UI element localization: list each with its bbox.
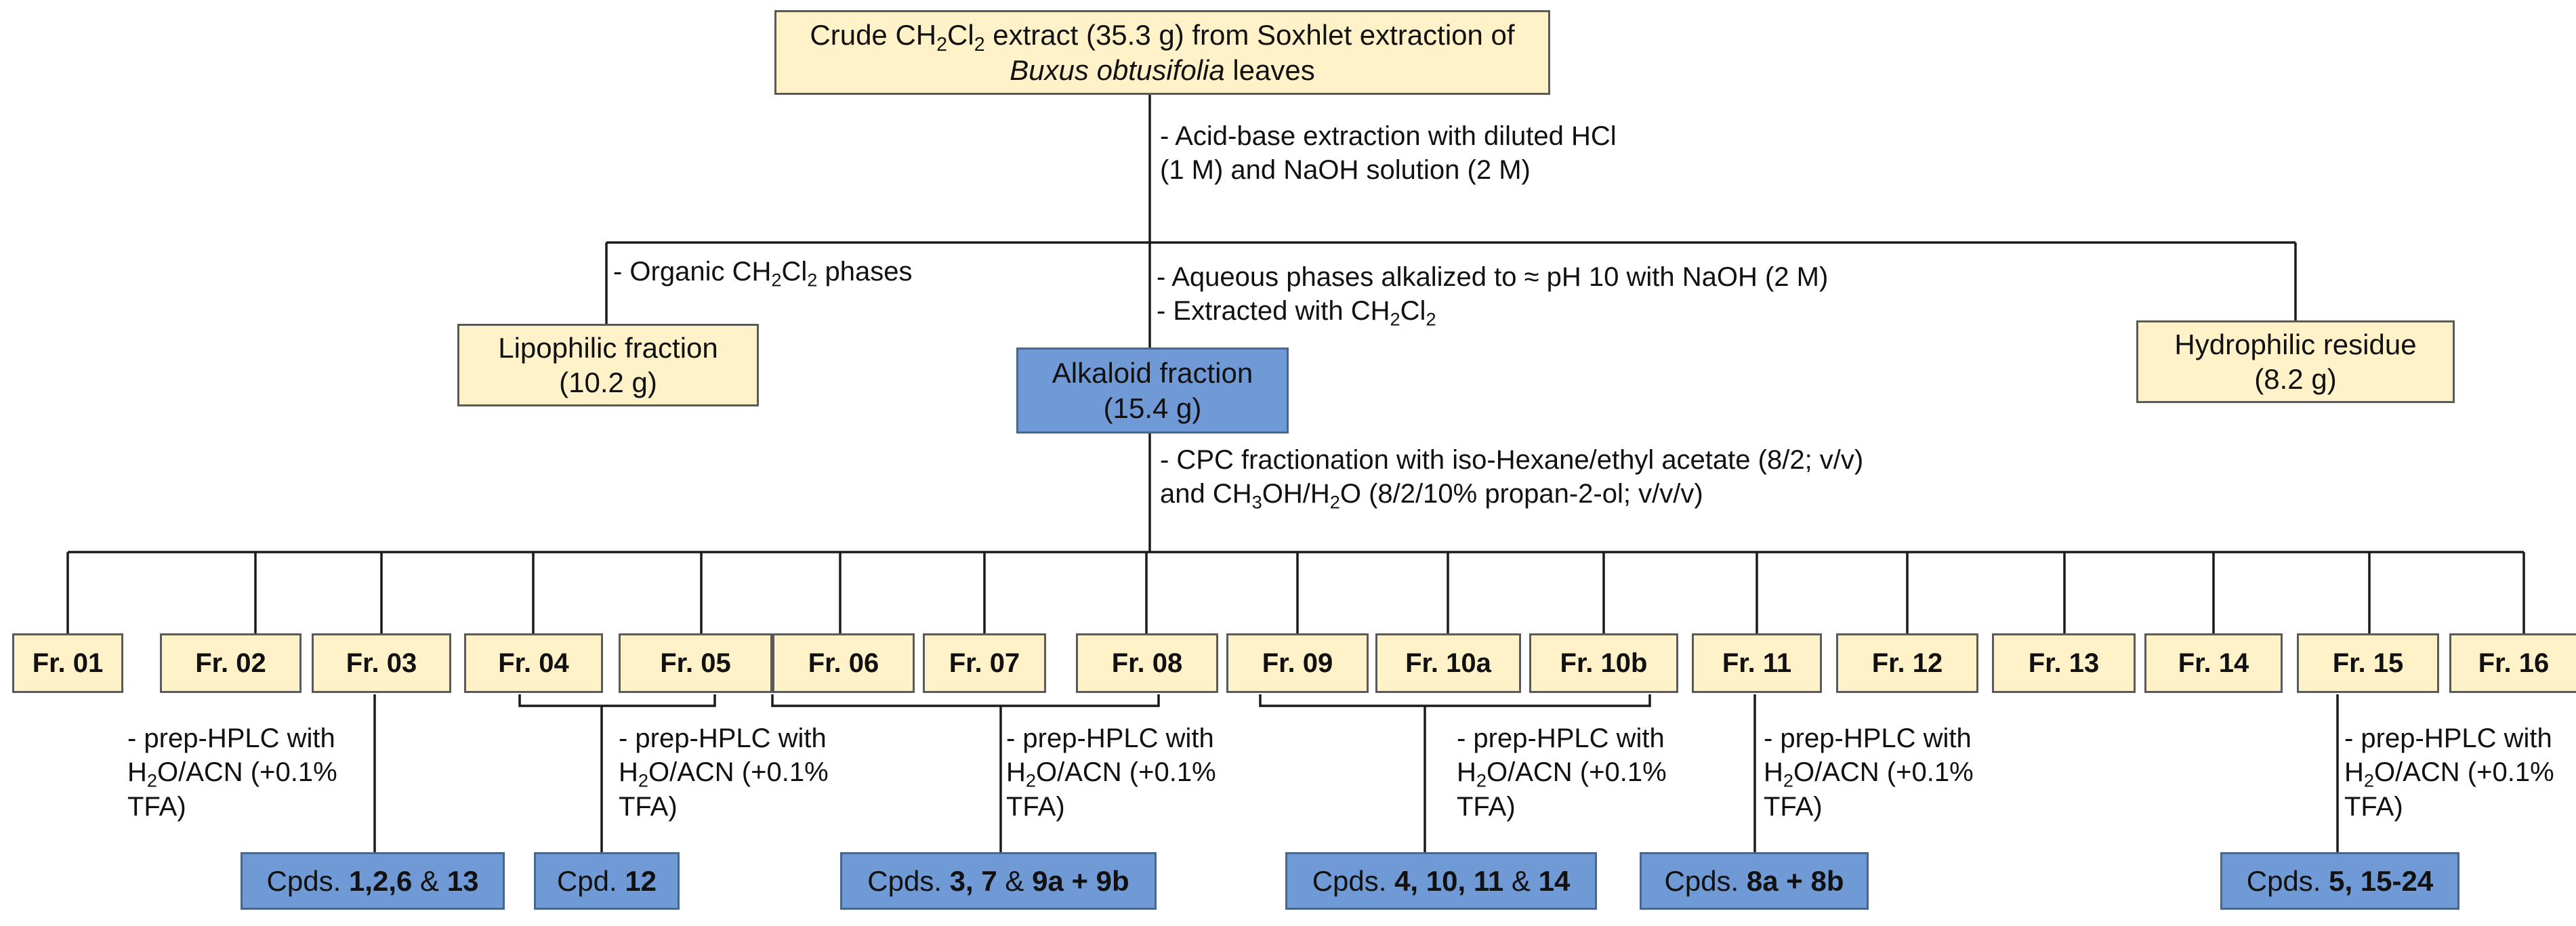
lipophilic-fraction-box: Lipophilic fraction (10.2 g) xyxy=(457,324,759,406)
crude-extract-line1: Crude CH2Cl2 extract (35.3 g) from Soxhl… xyxy=(810,19,1515,56)
compound-label: Cpds. 8a + 8b xyxy=(1664,864,1844,897)
fraction-box: Fr. 01 xyxy=(12,633,123,693)
fraction-box: Fr. 10b xyxy=(1529,633,1678,693)
fraction-box: Fr. 12 xyxy=(1836,633,1978,693)
fraction-box: Fr. 16 xyxy=(2449,633,2576,693)
fraction-box: Fr. 05 xyxy=(619,633,772,693)
hplc-note: - prep-HPLC with H2O/ACN (+0.1% TFA) xyxy=(1457,723,1667,822)
compound-box: Cpds. 3, 7 & 9a + 9b xyxy=(840,852,1157,910)
fraction-box: Fr. 13 xyxy=(1992,633,2136,693)
compound-label: Cpds. 4, 10, 11 & 14 xyxy=(1312,864,1571,897)
hplc-note: - prep-HPLC with H2O/ACN (+0.1% TFA) xyxy=(127,723,337,822)
compound-label: Cpd. 12 xyxy=(556,864,657,897)
fraction-box: Fr. 14 xyxy=(2144,633,2283,693)
hplc-note: - prep-HPLC with H2O/ACN (+0.1% TFA) xyxy=(1006,723,1216,822)
fraction-box: Fr. 11 xyxy=(1692,633,1822,693)
fraction-box: Fr. 09 xyxy=(1226,633,1369,693)
hplc-note: - prep-HPLC with H2O/ACN (+0.1% TFA) xyxy=(1764,723,1974,822)
fraction-box: Fr. 03 xyxy=(312,633,451,693)
fraction-box: Fr. 10a xyxy=(1375,633,1521,693)
fraction-box: Fr. 06 xyxy=(772,633,915,693)
hplc-note: - prep-HPLC with H2O/ACN (+0.1% TFA) xyxy=(619,723,829,822)
compound-box: Cpds. 4, 10, 11 & 14 xyxy=(1285,852,1597,910)
compound-label: Cpds. 5, 15-24 xyxy=(2246,864,2434,897)
alkaloid-fraction-box: Alkaloid fraction (15.4 g) xyxy=(1016,348,1289,434)
compound-box: Cpds. 1,2,6 & 13 xyxy=(241,852,505,910)
compound-label: Cpds. 1,2,6 & 13 xyxy=(266,864,479,897)
acid-base-note: - Acid-base extraction with diluted HCl … xyxy=(1160,121,1617,186)
fraction-box: Fr. 08 xyxy=(1076,633,1218,693)
fraction-box: Fr. 07 xyxy=(923,633,1046,693)
crude-extract-line2: Buxus obtusifolia leaves xyxy=(1010,54,1315,86)
fraction-box: Fr. 04 xyxy=(464,633,603,693)
organic-phase-note: - Organic CH2Cl2 phases xyxy=(613,257,913,291)
hydrophilic-residue-box: Hydrophilic residue (8.2 g) xyxy=(2136,320,2455,403)
fraction-box: Fr. 15 xyxy=(2297,633,2439,693)
crude-extract-box: Crude CH2Cl2 extract (35.3 g) from Soxhl… xyxy=(774,10,1550,95)
cpc-fractionation-note: - CPC fractionation with iso-Hexane/ethy… xyxy=(1160,445,1864,513)
compound-box: Cpd. 12 xyxy=(534,852,680,910)
aqueous-phase-note: - Aqueous phases alkalized to ≈ pH 10 wi… xyxy=(1157,262,1829,331)
compound-box: Cpds. 8a + 8b xyxy=(1640,852,1869,910)
fraction-box: Fr. 02 xyxy=(160,633,302,693)
compound-label: Cpds. 3, 7 & 9a + 9b xyxy=(867,864,1129,897)
compound-box: Cpds. 5, 15-24 xyxy=(2220,852,2459,910)
hplc-note: - prep-HPLC with H2O/ACN (+0.1% TFA) xyxy=(2344,723,2554,822)
